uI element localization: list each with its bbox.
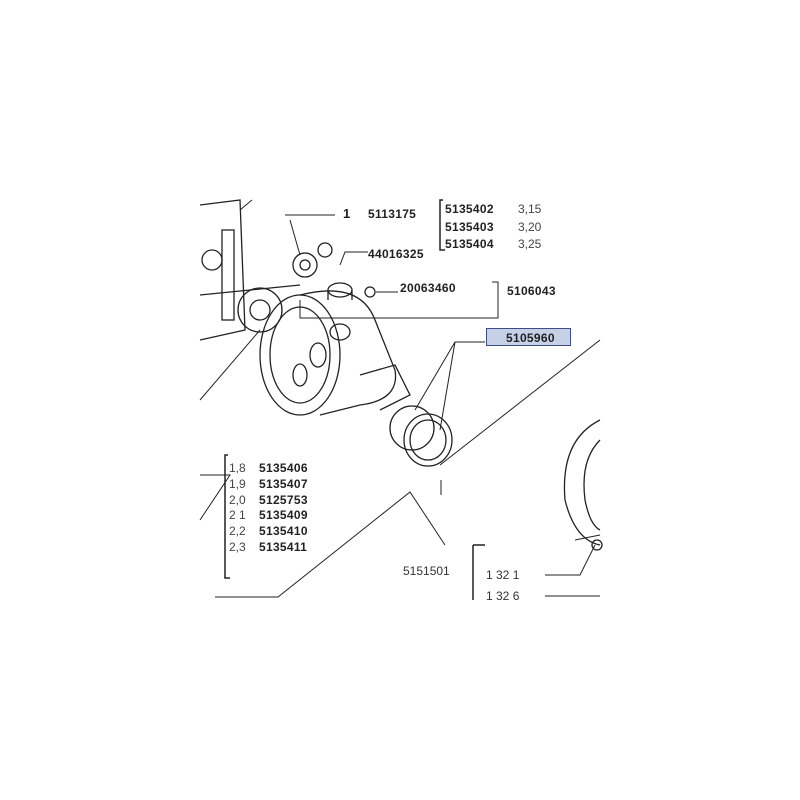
shim-part: 5135404 [445,237,494,251]
shim-size: 3,25 [518,237,542,251]
part-label-bolt-b: 1 32 6 [486,589,520,603]
shim-part: 5135402 [445,202,494,216]
shim-size: 3,20 [518,220,542,234]
differential-housing-drawing [259,282,411,416]
shim-part: 5135407 [259,477,308,491]
shim-size: 3,15 [518,202,542,216]
shim-size: 2,3 [229,540,246,554]
ref-number-label: 1 [343,206,351,221]
part-label-washer: 44016325 [368,247,424,261]
part-label-bearing[interactable]: 5105960 [506,331,555,345]
shim-size: 1,9 [229,477,246,491]
planet-gears-drawing [199,199,333,341]
part-label-shim-group: 5151501 [403,564,450,578]
bearing-rings-drawing [389,405,453,467]
part-label-plug: 20063460 [400,281,456,295]
shim-size: 2,0 [229,493,246,507]
shim-part: 5135403 [445,220,494,234]
shim-part: 5135406 [259,461,308,475]
shim-size: 1,8 [229,461,246,475]
shim-part: 5135410 [259,524,308,538]
brackets [224,199,485,600]
shim-size: 2,2 [229,524,246,538]
shim-part: 5135409 [259,508,308,522]
shim-part: 5135411 [259,540,308,554]
ring-gear-drawing [563,419,603,551]
part-label-housing: 5106043 [507,284,556,298]
leader-lines [199,199,601,598]
part-label-bolt-a: 1 32 1 [486,568,520,582]
selected-part-highlight[interactable] [486,328,571,346]
part-label-gear-kit: 5113175 [368,207,417,221]
shim-size: 2 1 [229,508,246,522]
shim-part: 5125753 [259,493,308,507]
